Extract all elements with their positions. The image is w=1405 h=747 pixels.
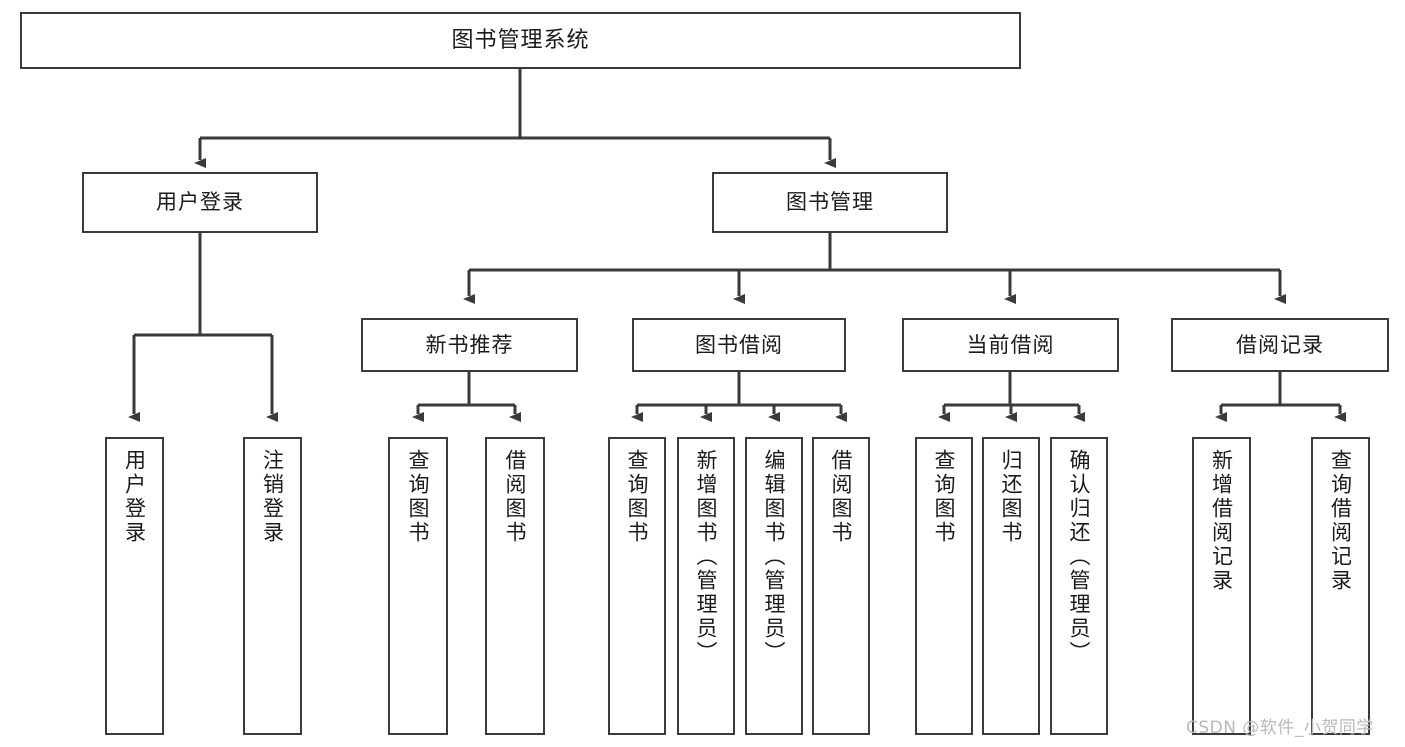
node-label: 查询图书 (406, 449, 431, 545)
leaf-recommend-borrow-book[interactable]: 借阅图书 (485, 437, 545, 735)
watermark-text: CSDN @软件_小贺同学 (1186, 718, 1374, 738)
node-label: 查询图书 (625, 449, 650, 545)
node-label: 确认归还（管理员） (1067, 449, 1092, 665)
leaf-current-query-book[interactable]: 查询图书 (915, 437, 973, 735)
leaf-current-confirm-return-admin[interactable]: 确认归还（管理员） (1050, 437, 1108, 735)
leaf-borrow-query-book[interactable]: 查询图书 (608, 437, 666, 735)
node-label: 用户登录 (156, 190, 244, 215)
node-label: 查询图书 (932, 449, 957, 545)
node-label: 图书管理系统 (451, 27, 590, 53)
node-label: 新书推荐 (425, 332, 514, 357)
node-label: 图书借阅 (695, 332, 783, 357)
node-label: 注销登录 (260, 449, 285, 545)
leaf-record-add-borrow-record[interactable]: 新增借阅记录 (1192, 437, 1251, 735)
node-root-book-management-system[interactable]: 图书管理系统 (20, 12, 1021, 69)
leaf-borrow-edit-book-admin[interactable]: 编辑图书（管理员） (745, 437, 803, 735)
leaf-recommend-query-book[interactable]: 查询图书 (388, 437, 448, 735)
leaf-borrow-borrow-book[interactable]: 借阅图书 (812, 437, 870, 735)
node-book-management[interactable]: 图书管理 (712, 172, 948, 233)
leaf-current-return-book[interactable]: 归还图书 (982, 437, 1040, 735)
node-label: 新增图书（管理员） (694, 449, 719, 665)
node-label: 借阅图书 (829, 449, 854, 545)
node-label: 归还图书 (999, 449, 1024, 545)
leaf-user-logout[interactable]: 注销登录 (243, 437, 302, 735)
node-label: 新增借阅记录 (1209, 449, 1234, 593)
node-new-book-recommend[interactable]: 新书推荐 (361, 318, 578, 372)
leaf-borrow-add-book-admin[interactable]: 新增图书（管理员） (677, 437, 735, 735)
node-book-borrow[interactable]: 图书借阅 (632, 318, 846, 372)
node-borrow-record[interactable]: 借阅记录 (1171, 318, 1389, 372)
node-label: 借阅记录 (1236, 332, 1324, 357)
node-current-borrow[interactable]: 当前借阅 (902, 318, 1119, 372)
node-label: 查询借阅记录 (1328, 449, 1353, 593)
node-label: 编辑图书（管理员） (762, 449, 787, 665)
node-label: 图书管理 (786, 190, 874, 215)
leaf-record-query-borrow-record[interactable]: 查询借阅记录 (1311, 437, 1370, 735)
leaf-user-login[interactable]: 用户登录 (105, 437, 164, 735)
node-label: 当前借阅 (966, 332, 1055, 357)
node-label: 用户登录 (122, 449, 147, 545)
node-label: 借阅图书 (503, 449, 528, 545)
node-user-login[interactable]: 用户登录 (82, 172, 318, 233)
